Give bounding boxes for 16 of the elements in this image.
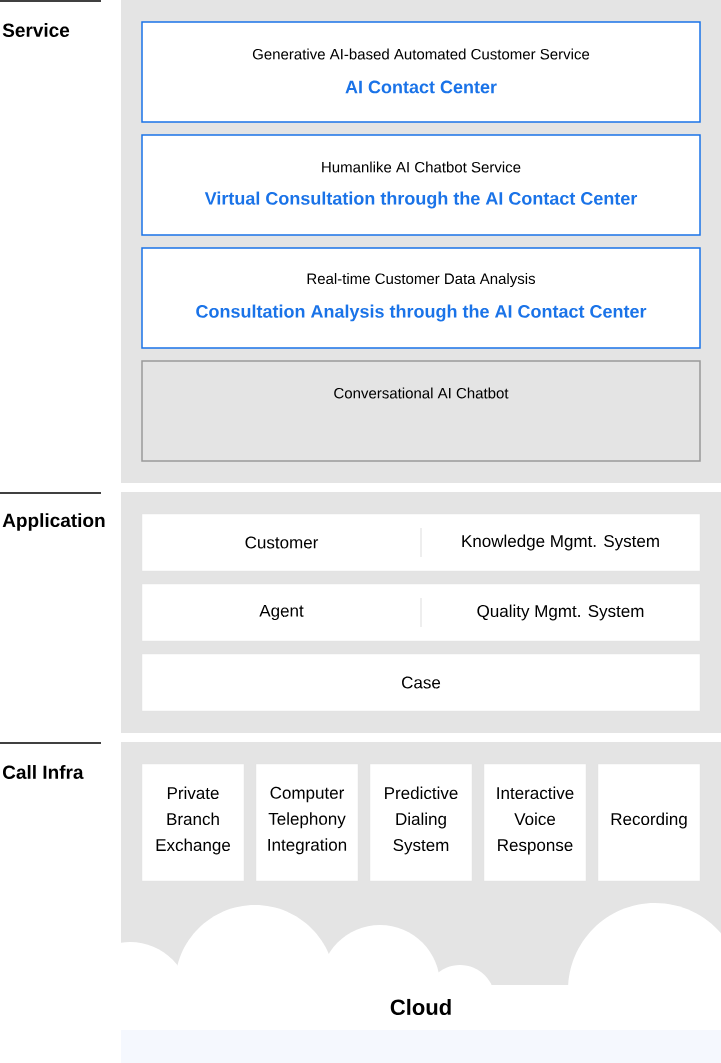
service-box: Real-time Customer Data Analysis Consultation Analysis through the AI Contact Center	[141, 247, 701, 349]
infra-box: Computer Telephony Integration	[255, 763, 359, 882]
infra-box: Interactive Voice Response	[483, 763, 587, 882]
service-box: Conversational AI Chatbot	[141, 360, 701, 462]
application-box: Customer Knowledge Mgmt. System	[141, 513, 701, 572]
node-label: Cloud	[390, 998, 451, 1016]
layer-heading: Service	[2, 23, 70, 37]
layer-heading: Application	[2, 513, 105, 531]
service-box: Generative AI-based Automated Customer Service AI Contact Center	[141, 21, 701, 123]
infra-box: Recording	[597, 763, 701, 882]
layer-heading: Call Infra	[3, 765, 84, 779]
infra-box: Predictive Dialing System	[369, 763, 473, 882]
application-box: Case	[141, 653, 701, 712]
service-box: Humanlike AI Chatbot Service Virtual Consultation through the AI Contact Center	[141, 134, 701, 236]
application-box: Agent Quality Mgmt. System	[141, 583, 701, 642]
infra-box: Private Branch Exchange	[141, 763, 245, 882]
